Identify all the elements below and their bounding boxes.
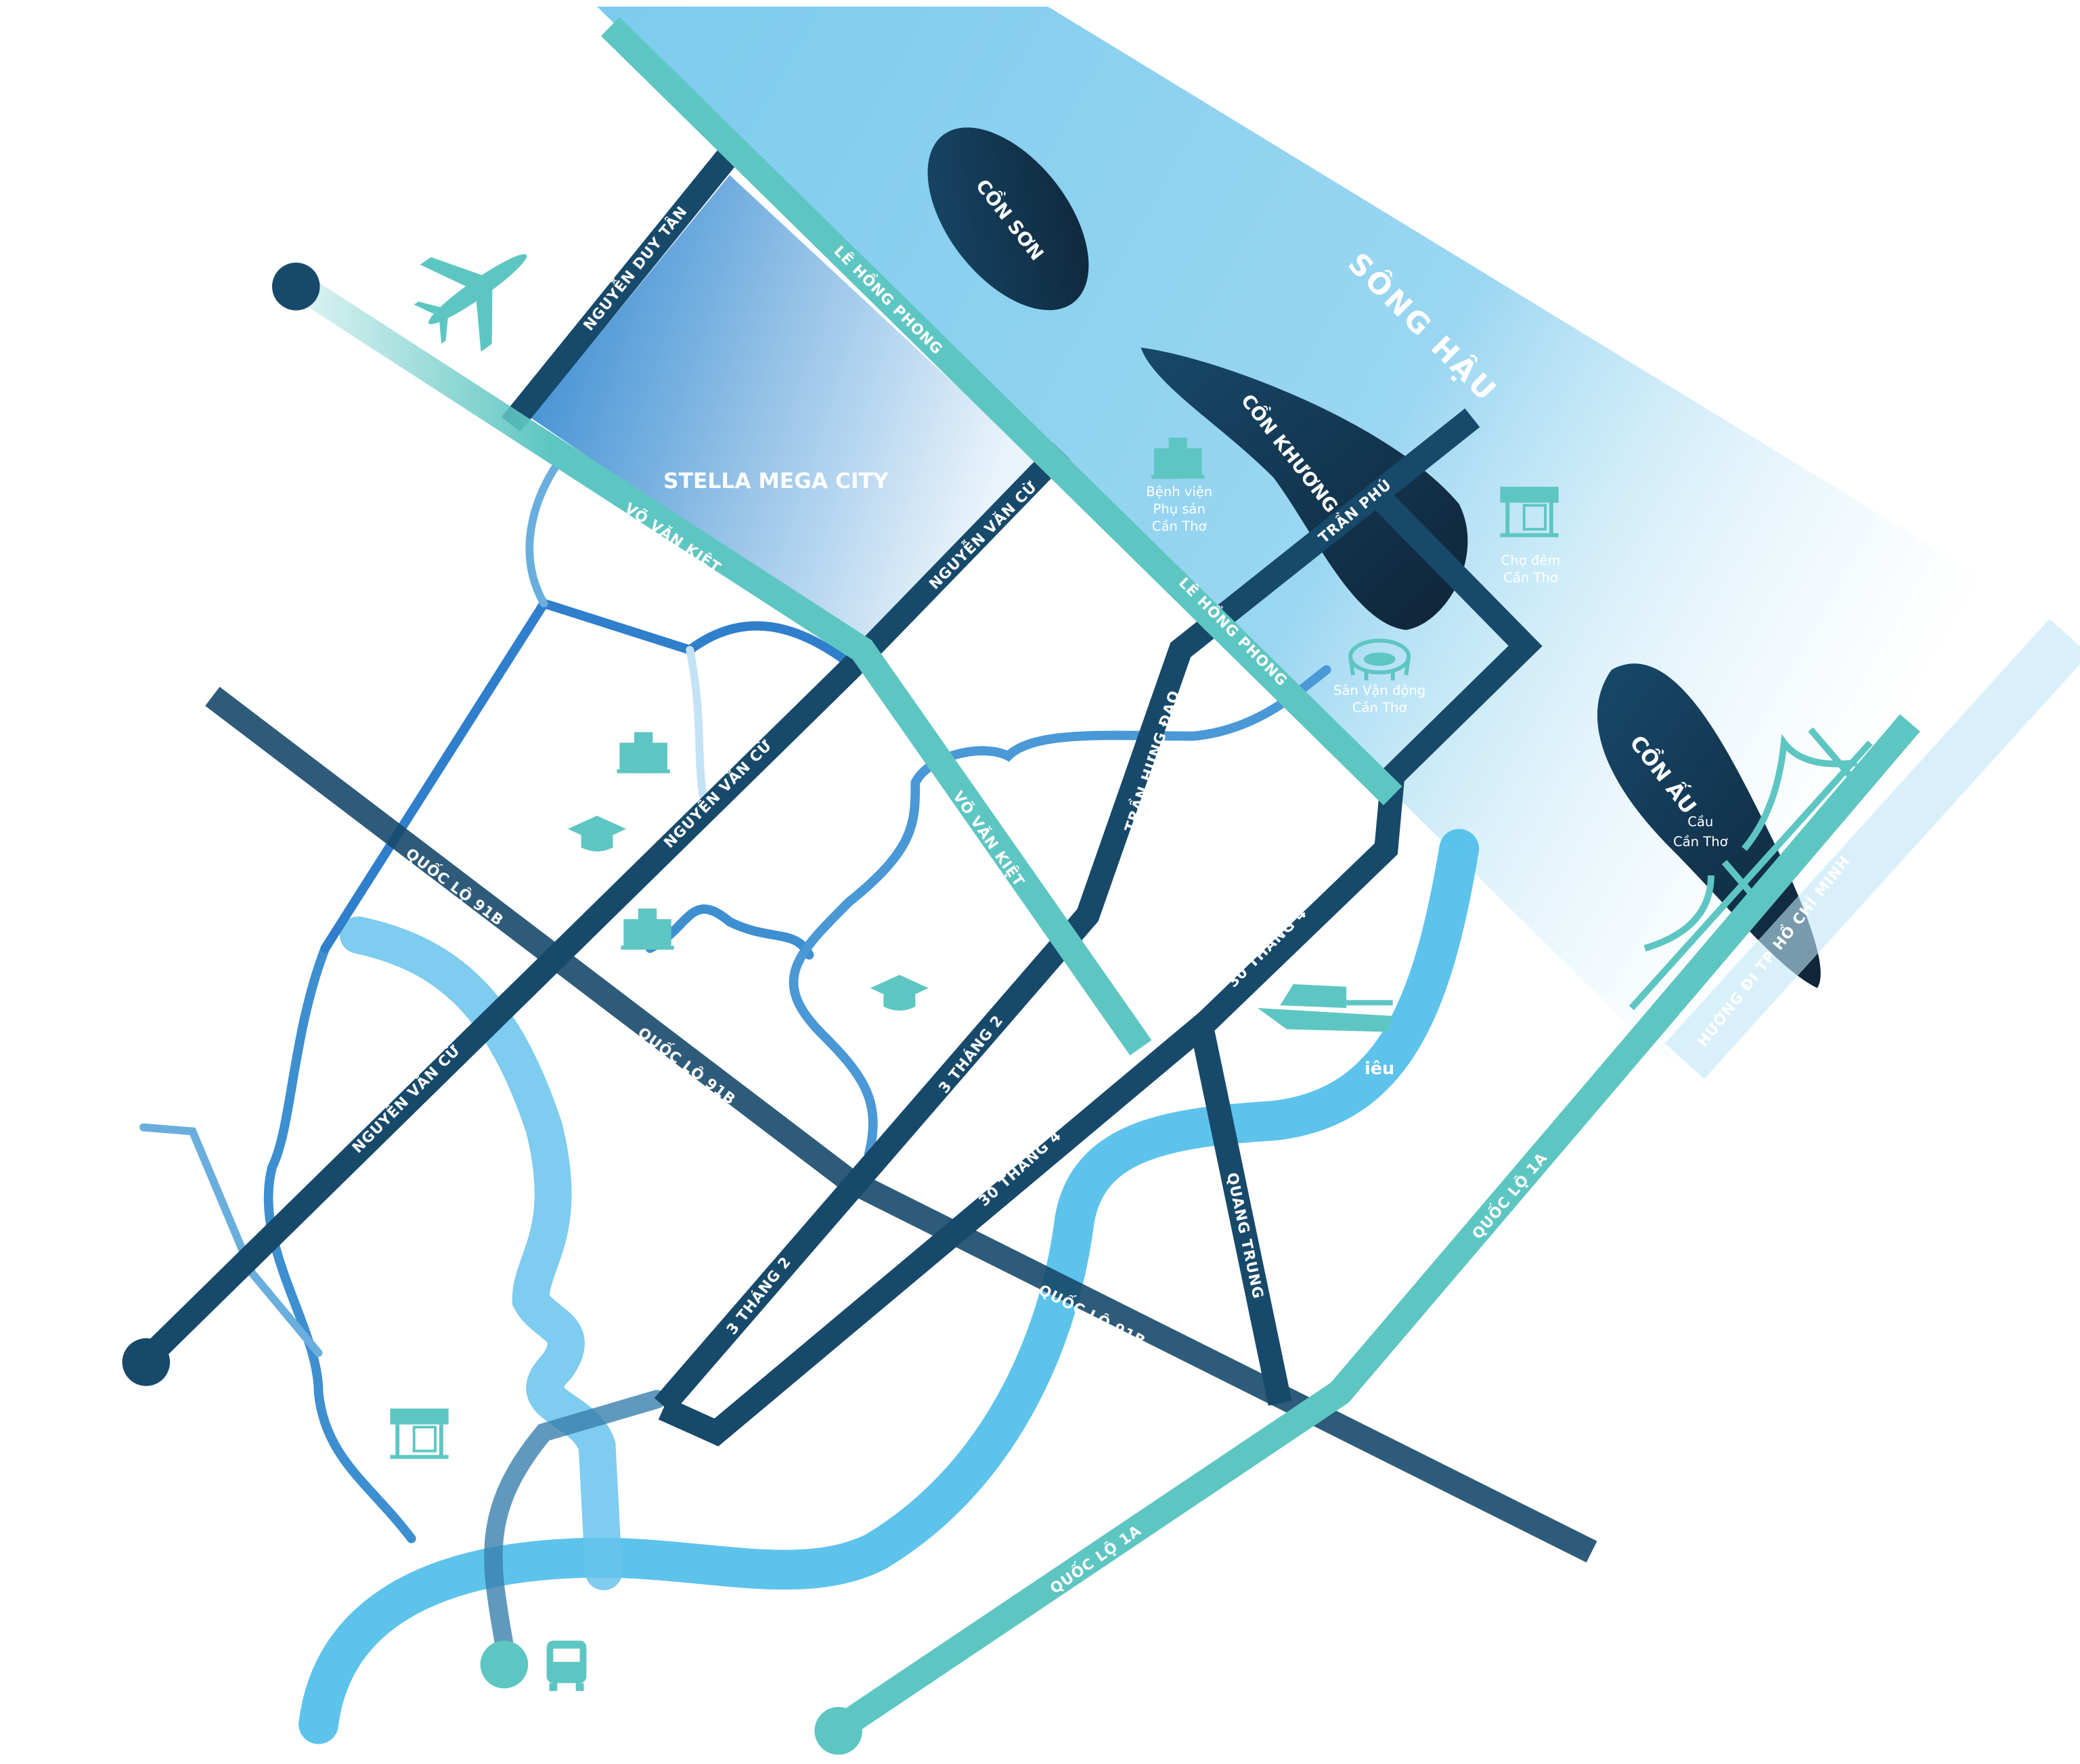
market-icon xyxy=(1500,487,1559,537)
airplane-icon xyxy=(414,254,527,352)
hospital-label-3: Cần Thơ xyxy=(1152,519,1207,534)
road-vo-van-kiet xyxy=(291,273,1152,1056)
stadium-label-1: Sân Vận động xyxy=(1333,683,1425,699)
label-quoc-lo-91b-2: QUỐC LỘ 91B xyxy=(634,1022,740,1109)
road-quoc-lo-1a xyxy=(828,714,1920,1742)
canal-bus xyxy=(484,1390,666,1654)
label-30-thang-4-2: 30 THÁNG 4 xyxy=(975,1127,1065,1210)
canal-thin-3 xyxy=(525,460,562,608)
endpoint-marker xyxy=(814,1706,862,1755)
bridge-label-1: Cầu xyxy=(1687,814,1713,830)
label-3-thang-2-1: 3 THÁNG 2 xyxy=(935,1012,1007,1097)
bus-icon xyxy=(546,1640,587,1692)
canal-thin-2 xyxy=(320,598,854,953)
bridge-label-2: Cần Thơ xyxy=(1673,834,1728,850)
road-30-thang-4 xyxy=(658,489,1543,1447)
road-nguyen-van-cu xyxy=(137,442,1070,1368)
canal-thin-1 xyxy=(263,944,416,1543)
hospital-icon xyxy=(1151,437,1205,479)
night-market-label-1: Chợ đêm xyxy=(1501,553,1561,569)
island-con-khuong xyxy=(1141,347,1468,630)
hospital-icon xyxy=(617,732,670,774)
canal-thin-5 xyxy=(789,665,1331,1159)
road-tran-hung-dao-3-thang-2 xyxy=(654,408,1480,1414)
label-quoc-lo-1a-1: QUỐC LỘ 1A xyxy=(1467,1148,1551,1243)
label-vo-van-kiet-2: VÕ VĂN KIỆT xyxy=(949,788,1028,890)
endpoint-marker xyxy=(480,1640,529,1689)
canals xyxy=(139,460,1480,1744)
stella-mega-city-label: STELLA MEGA CITY xyxy=(663,469,889,493)
roads xyxy=(137,17,2080,1742)
road-quang-trung xyxy=(1189,1019,1292,1406)
wharf-label: iêu xyxy=(1365,1059,1394,1079)
bridge-icon xyxy=(1629,727,1873,1011)
label-nguyen-van-cu-3: NGUYỄN VĂN CỪ xyxy=(347,1040,464,1157)
stadium-icon xyxy=(1348,638,1411,681)
market-icon xyxy=(390,1408,449,1459)
poi-labels: Bệnh viện Phụ sản Cần Thơ Chợ đêm Cần Th… xyxy=(1146,484,1727,1079)
label-3-thang-2-2: 3 THÁNG 2 xyxy=(723,1253,795,1338)
boat-icon xyxy=(1257,984,1393,1032)
canal-thin-7 xyxy=(686,646,707,800)
label-nguyen-van-cu-2: NGUYỄN VĂN CỪ xyxy=(659,735,776,852)
graduation-cap-icon xyxy=(567,816,627,852)
canal-thin-4 xyxy=(645,904,814,960)
road-quoc-lo-91b xyxy=(205,686,1597,1563)
label-quoc-lo-1a-2: QUỐC LỘ 1A xyxy=(1046,1520,1145,1597)
endpoint-marker xyxy=(122,1338,171,1386)
road-huong-tphcm xyxy=(1664,619,2080,1079)
night-market-label-2: Cần Thơ xyxy=(1503,570,1558,586)
hospital-label-2: Phụ sản xyxy=(1153,501,1205,516)
hospital-icon xyxy=(621,908,674,950)
road-le-hong-phong xyxy=(600,17,1402,806)
label-quoc-lo-91b-1: QUỐC LỘ 91B xyxy=(402,843,508,929)
island-con-son xyxy=(927,127,1089,311)
endpoint-marker xyxy=(272,262,320,311)
stella-mega-city-area xyxy=(531,175,1048,644)
road-nguyen-duy-tan xyxy=(501,138,746,433)
canal-thin-6 xyxy=(139,1123,323,1357)
stadium-label-2: Cần Thơ xyxy=(1352,700,1407,715)
hospital-label-1: Bệnh viện xyxy=(1146,484,1212,500)
canal-west xyxy=(339,916,623,1591)
graduation-cap-icon xyxy=(870,975,929,1011)
